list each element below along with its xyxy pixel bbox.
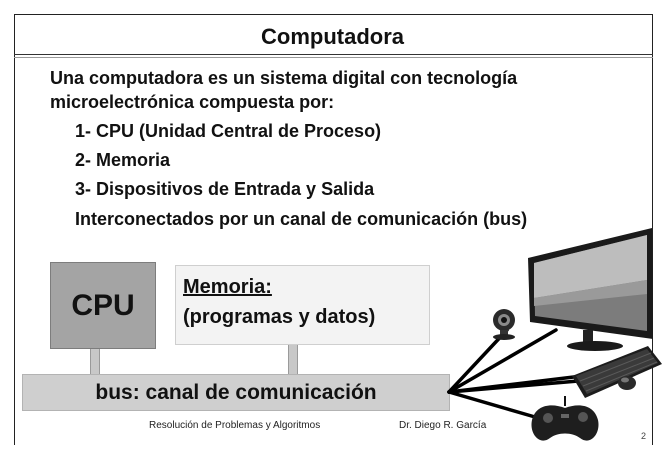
page-number: 2 bbox=[641, 431, 647, 441]
keyboard-icon bbox=[572, 346, 662, 398]
list-item-dispositivos: 3- Dispositivos de Entrada y Salida bbox=[75, 179, 375, 199]
intro-line-1: Una computadora es un sistema digital co… bbox=[50, 68, 518, 88]
monitor-icon bbox=[528, 228, 653, 351]
closing-line: Interconectados por un canal de comunica… bbox=[75, 209, 528, 229]
footer-course: Resolución de Problemas y Algoritmos bbox=[149, 420, 321, 431]
cpu-label: CPU bbox=[71, 288, 135, 322]
webcam-icon bbox=[493, 309, 515, 340]
bus-box: bus: canal de comunicación bbox=[22, 374, 450, 411]
memory-subtitle: (programas y datos) bbox=[183, 306, 376, 328]
cpu-box: CPU bbox=[50, 262, 156, 349]
intro-line-2: microelectrónica compuesta por: bbox=[50, 92, 335, 112]
gamepad-icon bbox=[531, 396, 599, 441]
title-divider-shadow bbox=[14, 57, 653, 58]
footer-author: Dr. Diego R. García bbox=[399, 420, 487, 431]
slide-frame bbox=[14, 14, 653, 445]
title-divider bbox=[14, 54, 653, 55]
bus-label: bus: canal de comunicación bbox=[95, 380, 377, 404]
bus-connection-lines bbox=[447, 328, 592, 419]
list-item-memoria: 2- Memoria bbox=[75, 150, 171, 170]
memory-box: Memoria: (programas y datos) bbox=[175, 265, 430, 345]
mouse-icon bbox=[618, 376, 636, 390]
memory-title: Memoria: bbox=[183, 276, 272, 298]
slide-title: Computadora bbox=[261, 24, 404, 49]
list-item-cpu: 1- CPU (Unidad Central de Proceso) bbox=[75, 121, 382, 141]
